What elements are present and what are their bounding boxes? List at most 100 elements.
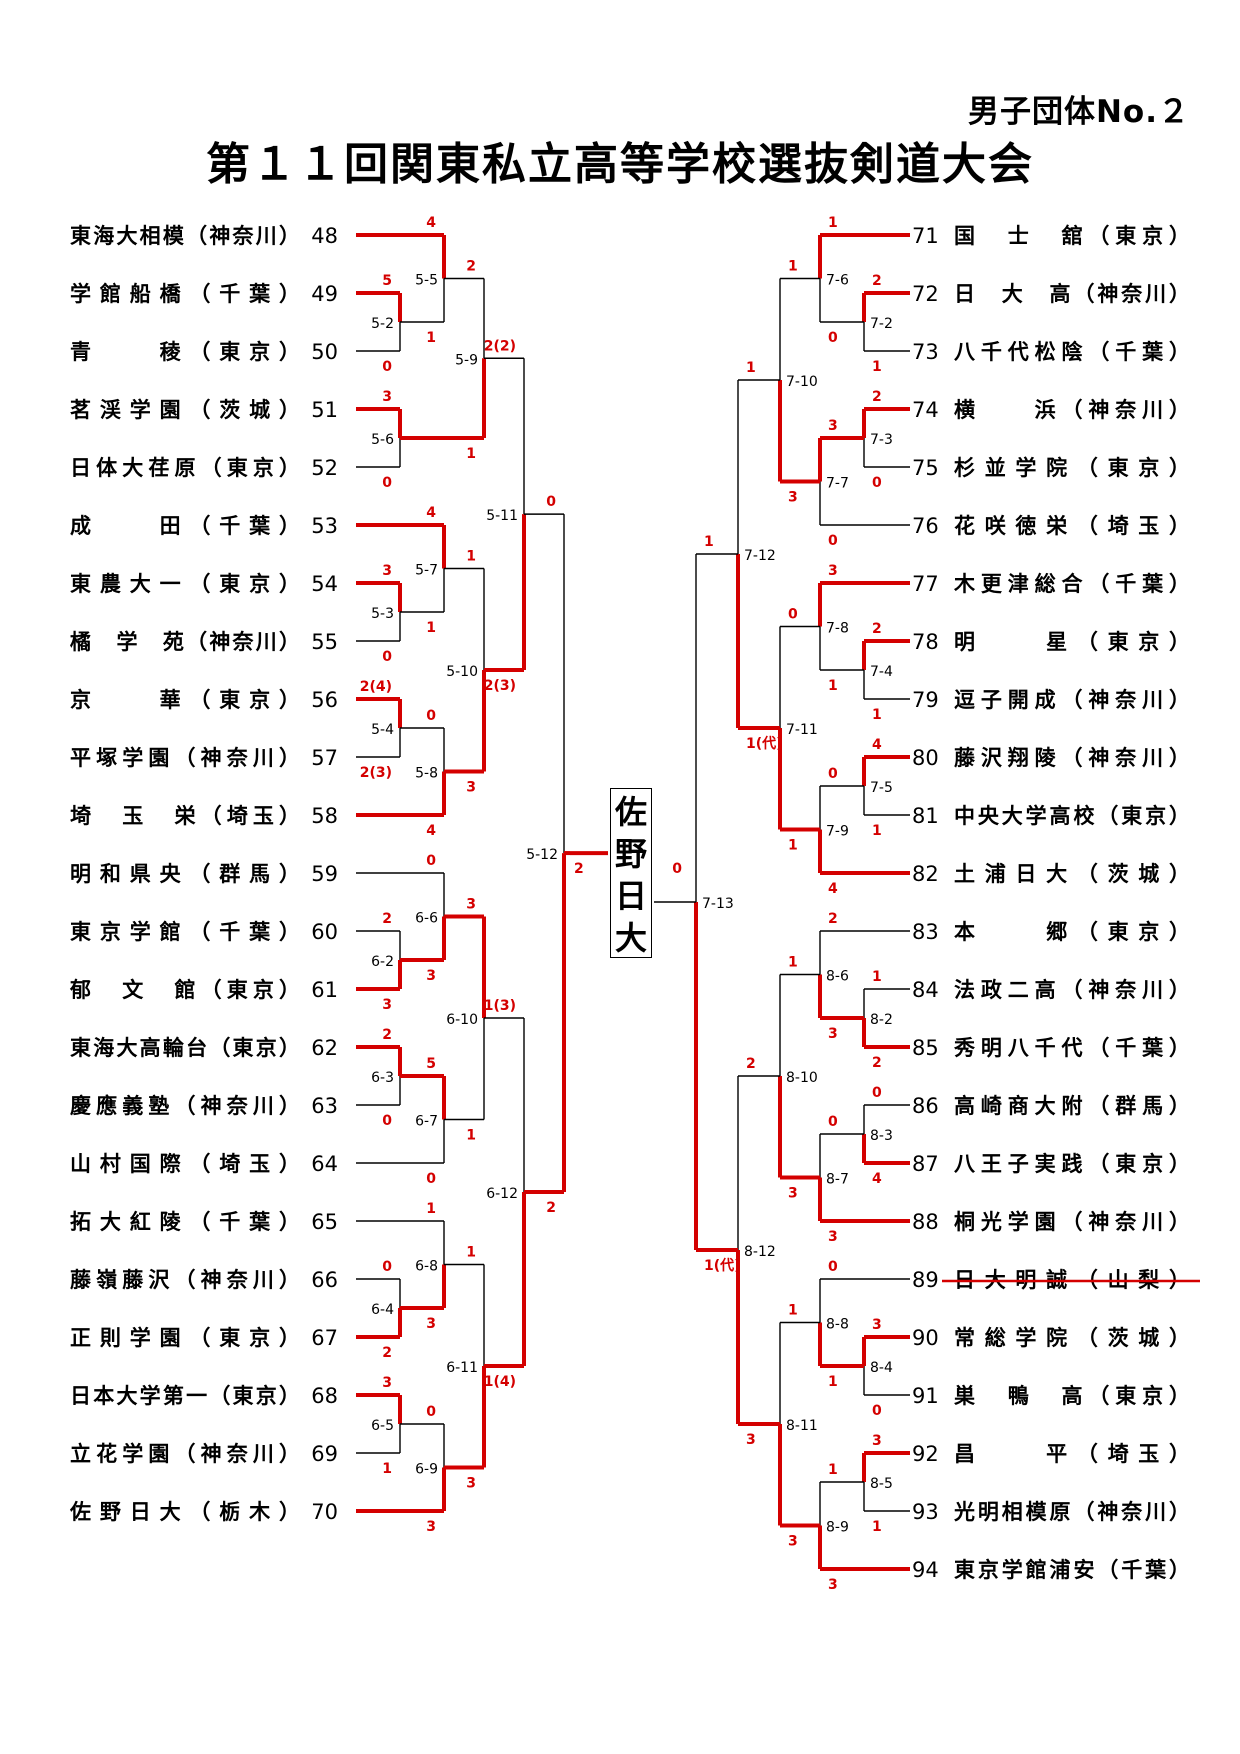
match-id: 6-11 [446, 1360, 478, 1376]
match-id: 8-10 [786, 1070, 818, 1086]
score-label: 2 [382, 911, 392, 927]
score-label: 3 [872, 1317, 882, 1333]
score-label: 1 [466, 1245, 476, 1261]
score-label: 3 [466, 1476, 476, 1492]
match-id: 6-9 [415, 1462, 438, 1478]
seed-number: 63 [311, 1094, 338, 1118]
score-label: 5 [426, 1056, 436, 1072]
score-label: 3 [788, 1534, 798, 1550]
match-id: 8-12 [744, 1244, 776, 1260]
score-label: 0 [382, 1113, 392, 1129]
team-name: 横 浜（神奈川） [954, 398, 1190, 422]
score-label: 3 [828, 1026, 838, 1042]
score-label: 0 [546, 494, 556, 510]
seed-number: 54 [311, 572, 338, 596]
score-label: 1 [466, 446, 476, 462]
team-name: 東農大一（東京） [70, 572, 300, 596]
score-label: 1 [382, 1461, 392, 1477]
seed-number: 60 [311, 920, 338, 944]
score-label: 1 [872, 359, 882, 375]
seed-number: 77 [912, 572, 939, 596]
score-label: 1 [426, 330, 436, 346]
score-label: 3 [872, 1433, 882, 1449]
seed-number: 57 [311, 746, 338, 770]
score-label: 0 [382, 475, 392, 491]
match-id: 5-5 [415, 273, 438, 289]
team-name: 東京学館（千葉） [70, 920, 300, 944]
match-id: 8-2 [870, 1012, 893, 1028]
score-label: 3 [382, 997, 392, 1013]
seed-number: 86 [912, 1094, 939, 1118]
seed-number: 81 [912, 804, 939, 828]
score-label: 0 [426, 1171, 436, 1187]
team-name: 日 大 高（神奈川） [954, 282, 1190, 306]
score-label: 2 [382, 1027, 392, 1043]
score-label: 3 [426, 1316, 436, 1332]
score-label: 0 [788, 607, 798, 623]
match-id: 5-8 [415, 766, 438, 782]
champion-char: 日 [614, 877, 647, 915]
seed-number: 68 [311, 1384, 338, 1408]
team-name: 逗子開成（神奈川） [954, 688, 1190, 712]
final-score-left: 2 [574, 861, 584, 877]
score-label: 1 [872, 969, 882, 985]
score-label: 3 [382, 389, 392, 405]
team-name: 中央大学高校（東京） [954, 804, 1190, 828]
match-id: 8-4 [870, 1360, 893, 1376]
score-label: 2 [872, 1055, 882, 1071]
champion-char: 大 [614, 919, 647, 957]
score-label: 4 [828, 881, 838, 897]
score-label: 2 [828, 911, 838, 927]
score-label: 1(3) [484, 998, 516, 1014]
team-name: 花咲徳栄（埼玉） [954, 514, 1190, 538]
team-name: 京 華（東京） [70, 688, 300, 712]
score-label: 1 [872, 1519, 882, 1535]
score-label: 1 [426, 1201, 436, 1217]
seed-number: 80 [912, 746, 939, 770]
seed-number: 73 [912, 340, 939, 364]
seed-number: 85 [912, 1036, 939, 1060]
seed-number: 72 [912, 282, 939, 306]
score-label: 3 [788, 1186, 798, 1202]
score-label: 0 [872, 475, 882, 491]
seed-number: 48 [311, 224, 338, 248]
team-name: 本 郷（東京） [954, 920, 1190, 944]
score-label: 4 [426, 215, 436, 231]
team-name: 巣 鴨 高（東京） [953, 1384, 1190, 1408]
team-name: 木更津総合（千葉） [953, 572, 1190, 596]
match-id: 8-9 [826, 1520, 849, 1536]
match-id: 8-3 [870, 1128, 893, 1144]
seed-number: 67 [311, 1326, 338, 1350]
match-id: 5-7 [415, 563, 438, 579]
score-label: 0 [828, 766, 838, 782]
score-label: 1 [872, 823, 882, 839]
match-id: 8-8 [826, 1317, 849, 1333]
match-id: 5-11 [486, 508, 518, 524]
team-name: 明和県央（群馬） [70, 862, 300, 886]
seed-number: 79 [912, 688, 939, 712]
seed-number: 65 [311, 1210, 338, 1234]
score-label: 2(3) [484, 678, 516, 694]
seed-number: 51 [311, 398, 338, 422]
seed-number: 49 [311, 282, 338, 306]
score-label: 2 [872, 621, 882, 637]
score-label: 1(代) [746, 735, 783, 752]
team-name: 八千代松陰（千葉） [954, 340, 1190, 364]
team-name: 拓大紅陵（千葉） [70, 1210, 300, 1234]
score-label: 0 [828, 1114, 838, 1130]
score-label: 1 [704, 534, 714, 550]
match-id: 7-5 [870, 780, 893, 796]
team-name: 立花学園（神奈川） [70, 1442, 300, 1466]
score-label: 1 [828, 215, 838, 231]
team-name: 国 士 舘（東京） [954, 224, 1190, 248]
seed-number: 89 [912, 1268, 939, 1292]
score-label: 2(2) [484, 338, 516, 354]
match-id: 7-3 [870, 432, 893, 448]
score-label: 0 [828, 533, 838, 549]
score-label: 1 [788, 1303, 798, 1319]
team-name: 土浦日大（茨城） [954, 862, 1190, 886]
seed-number: 90 [912, 1326, 939, 1350]
team-name: 平塚学園（神奈川） [70, 746, 300, 770]
score-label: 1(代) [704, 1257, 741, 1274]
